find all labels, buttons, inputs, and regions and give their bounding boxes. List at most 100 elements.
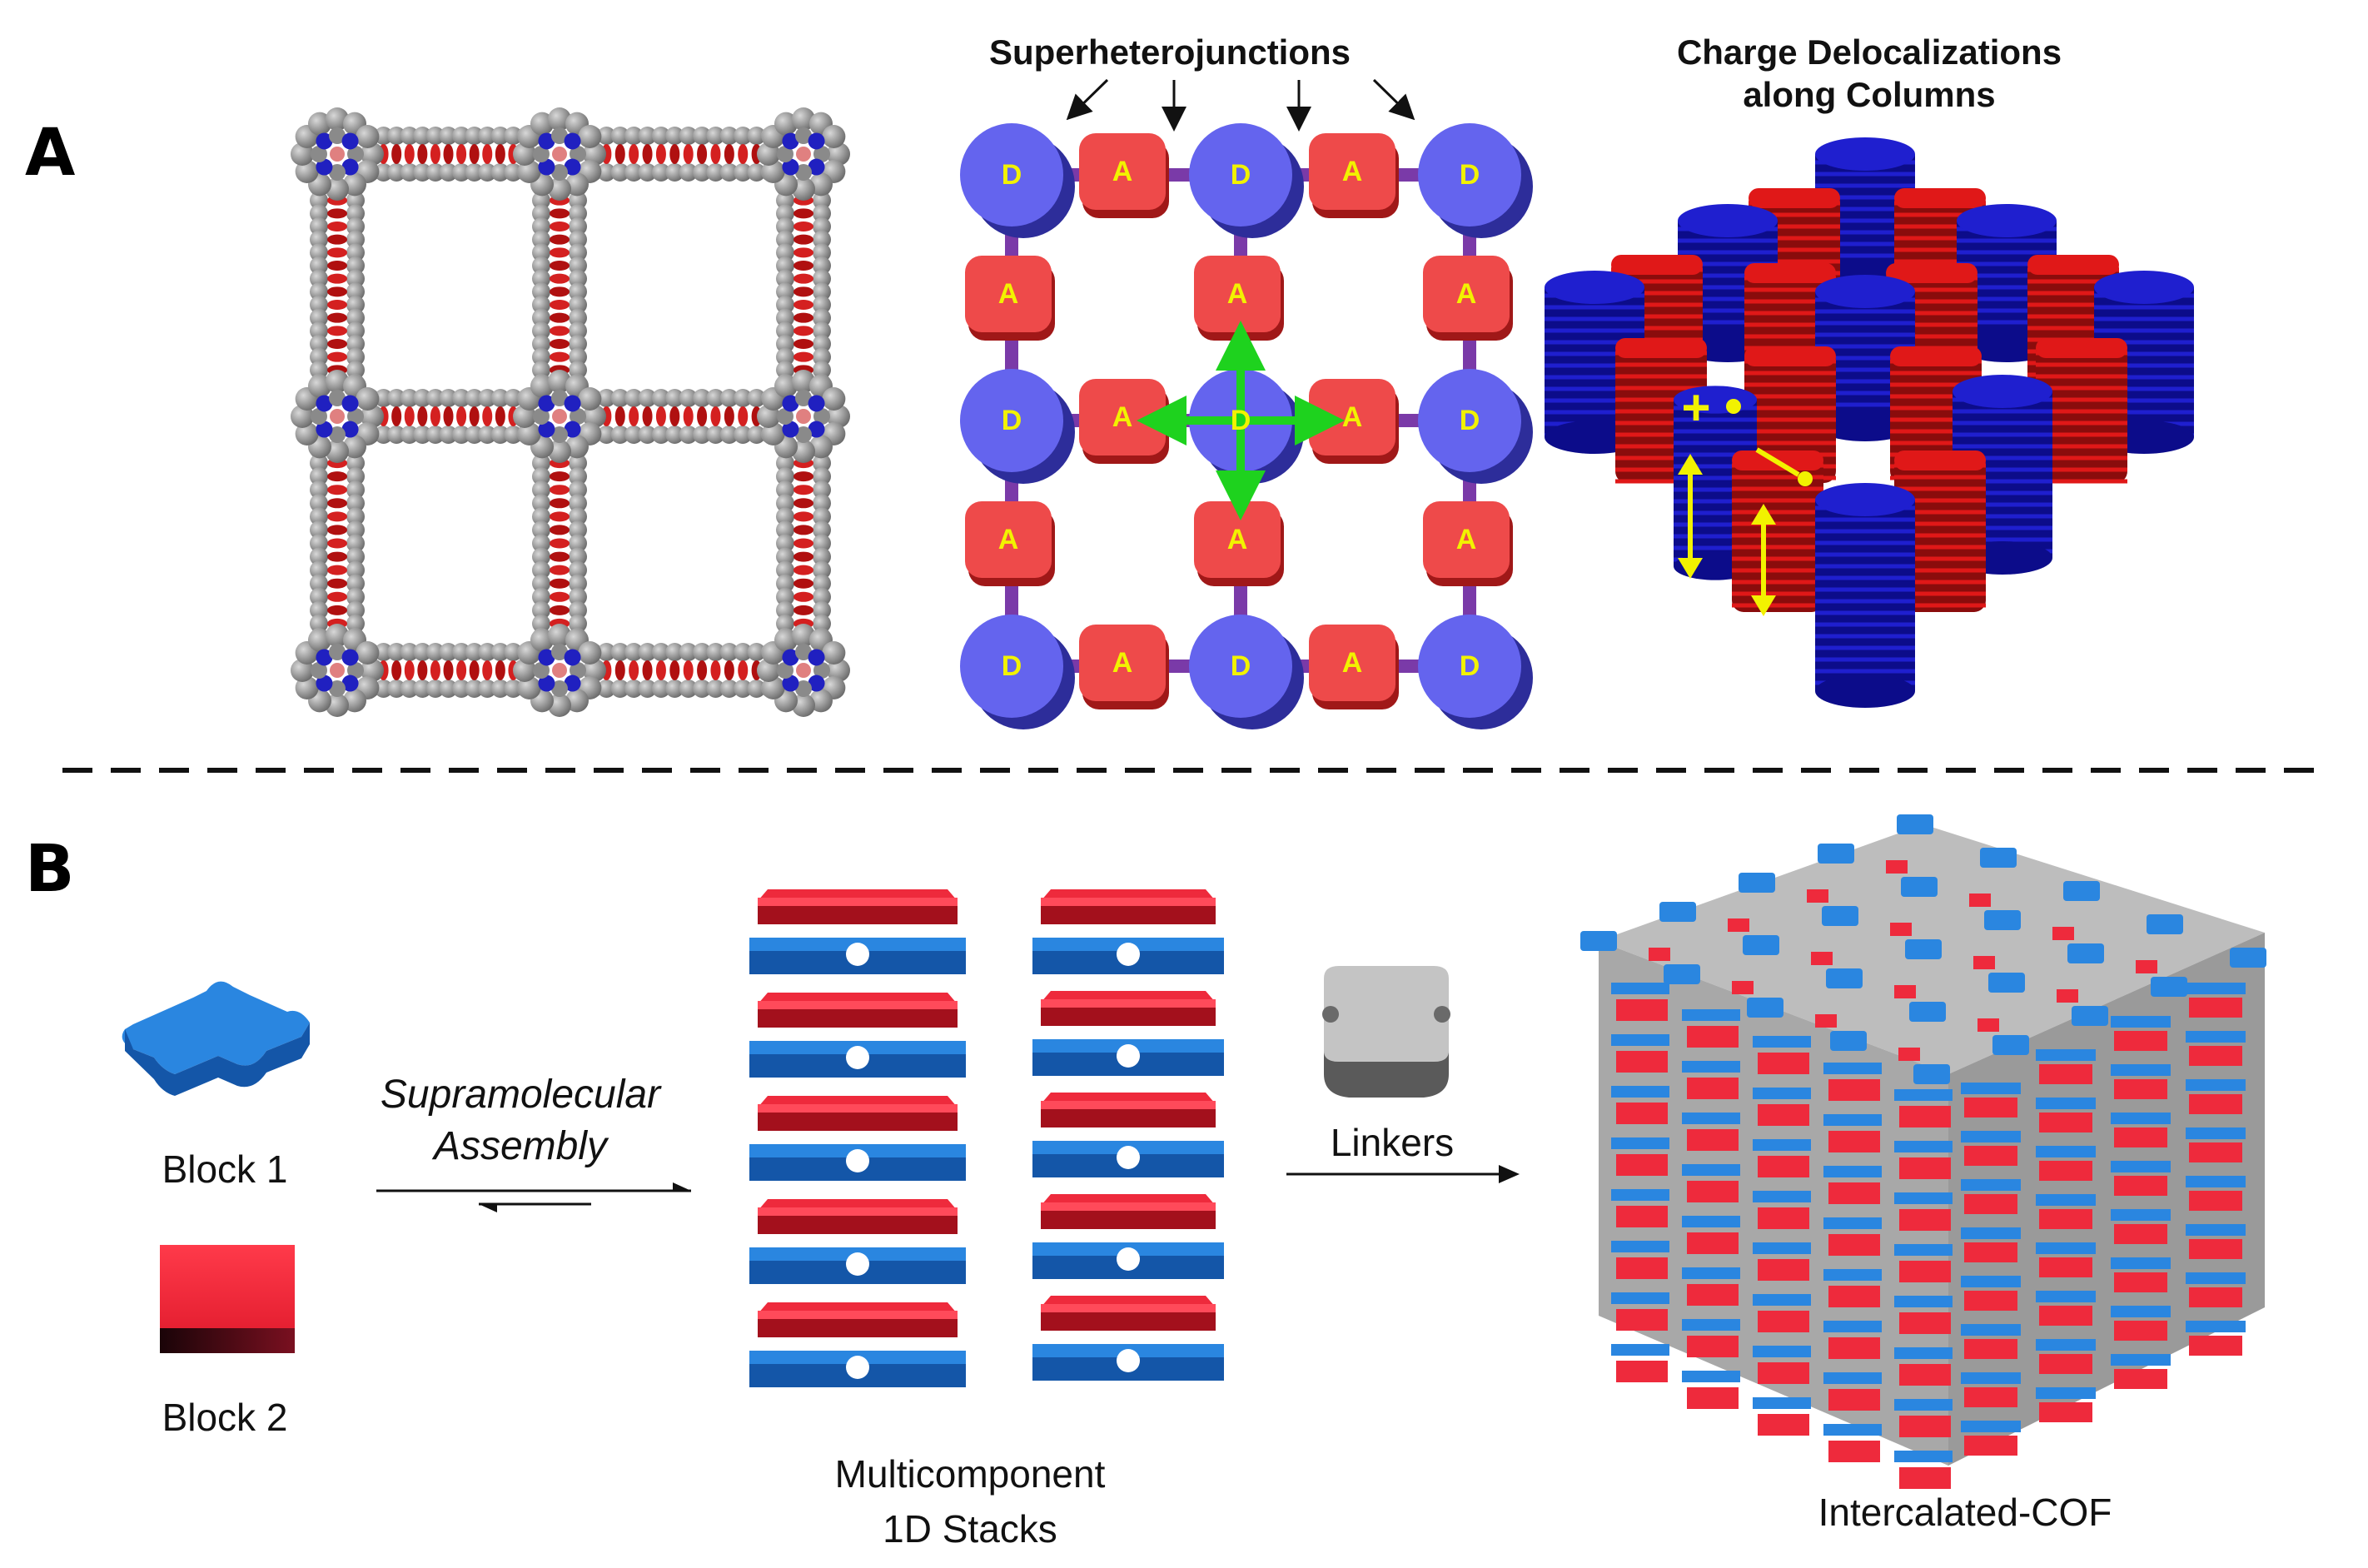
superheterojunctions-label: Superheterojunctions <box>989 32 1351 72</box>
column-stacks <box>1545 137 2194 708</box>
svg-text:A: A <box>1112 156 1133 187</box>
electron-dot-red <box>1798 471 1813 486</box>
block2-cube <box>160 1245 295 1353</box>
equilibrium-arrows <box>376 1182 691 1212</box>
charge-transfer-arrows <box>1137 321 1345 520</box>
stacks-label-line2: 1D Stacks <box>883 1507 1057 1551</box>
cof-top-node <box>1909 1002 1946 1022</box>
donor-node: D <box>1189 123 1304 238</box>
assembly-label-line2: Assembly <box>431 1124 609 1168</box>
cof-blue-layer <box>1823 1063 1882 1074</box>
framework-node <box>291 370 384 463</box>
framework-beam <box>584 127 779 182</box>
block2-label: Block 2 <box>162 1396 288 1439</box>
charge-delocalization-title-line2: along Columns <box>1743 75 1995 114</box>
cof-blue-layer <box>2036 1194 2096 1206</box>
cof-red-layer <box>1758 1311 1809 1332</box>
cof-blue-layer <box>2111 1306 2171 1317</box>
cof-blue-layer <box>2111 1161 2171 1172</box>
svg-text:A: A <box>1342 401 1363 433</box>
stack-red-block <box>1041 991 1216 1026</box>
cof-blue-layer <box>1961 1131 2021 1142</box>
cof-red-layer <box>2114 1224 2167 1244</box>
cof-top-pore-block <box>1728 918 1749 932</box>
cof-blue-layer <box>1961 1372 2021 1384</box>
cof-red-layer <box>2114 1321 2167 1341</box>
cof-blue-layer <box>1682 1267 1740 1279</box>
cof-blue-layer <box>2036 1387 2096 1399</box>
donor-node: D <box>1189 615 1304 729</box>
cof-top-pore-block <box>1898 1048 1920 1061</box>
cof-red-layer <box>2039 1402 2092 1422</box>
cof-red-layer <box>1616 1257 1668 1279</box>
cof-top-pore-block <box>1886 860 1908 874</box>
framework-beam <box>776 178 831 392</box>
acceptor-node: A <box>1194 501 1284 586</box>
stack-blue-block <box>1032 938 1224 974</box>
cof-red-layer <box>1964 1387 2017 1407</box>
cof-red-layer <box>2189 1239 2242 1259</box>
cof-blue-layer <box>1611 1241 1669 1252</box>
cof-top-node <box>1897 814 1933 834</box>
cof-blue-layer <box>1894 1244 1953 1256</box>
cof-red-layer <box>1687 1232 1739 1254</box>
cof-red-layer <box>1899 1416 1951 1437</box>
cof-blue-layer <box>2036 1049 2096 1061</box>
cof-top-node <box>1826 968 1863 988</box>
cof-blue-layer <box>1823 1372 1882 1384</box>
framework-beam <box>584 389 779 444</box>
svg-text:D: D <box>1460 405 1480 436</box>
cof-top-pore-block <box>2052 927 2074 940</box>
panel-b: B Block 1 Block 2 Supramolecular Assembl… <box>25 814 2266 1551</box>
cof-blue-layer <box>1961 1324 2021 1336</box>
stack-blue-block <box>1032 1039 1224 1076</box>
svg-text:D: D <box>1002 650 1022 682</box>
acceptor-node: A <box>1079 625 1169 709</box>
cof-label: Intercalated-COF <box>1818 1491 2112 1534</box>
stack-blue-block <box>749 1041 966 1078</box>
cof-blue-layer <box>1611 1292 1669 1304</box>
cof-blue-layer <box>2036 1291 2096 1302</box>
cof-top-node <box>1913 1064 1950 1084</box>
cof-red-layer <box>1758 1053 1809 1074</box>
cof-blue-layer <box>1753 1191 1811 1202</box>
cof-red-layer <box>1687 1181 1739 1202</box>
acceptor-node: A <box>1309 133 1399 218</box>
svg-text:D: D <box>1002 405 1022 436</box>
panel-b-letter: B <box>25 832 74 907</box>
acceptor-node: A <box>1194 256 1284 341</box>
cof-top-pore-block <box>1649 948 1670 961</box>
svg-text:A: A <box>1112 647 1133 679</box>
cof-red-layer <box>1899 1364 1951 1386</box>
framework-node <box>291 107 384 201</box>
svg-text:A: A <box>1227 524 1248 555</box>
cof-red-layer <box>1899 1261 1951 1282</box>
framework-node <box>757 624 850 717</box>
cof-blue-layer <box>1823 1269 1882 1281</box>
cof-blue-layer <box>1961 1276 2021 1287</box>
cof-blue-layer <box>1682 1319 1740 1331</box>
svg-text:A: A <box>998 278 1019 310</box>
cof-red-layer <box>2039 1257 2092 1277</box>
stack-blue-block <box>749 938 966 974</box>
cof-blue-layer <box>1894 1399 1953 1411</box>
framework-beam <box>361 643 535 698</box>
stack-red-block <box>1041 1093 1216 1127</box>
cof-top-pore-block <box>1811 952 1833 965</box>
cof-blue-layer <box>1753 1397 1811 1409</box>
electron-dot-blue <box>1726 399 1741 414</box>
cof-blue-layer <box>2111 1113 2171 1124</box>
cof-red-layer <box>1964 1146 2017 1166</box>
cof-red-layer <box>2189 998 2242 1018</box>
cof-red-layer <box>1828 1441 1880 1462</box>
cof-blue-layer <box>1611 1086 1669 1098</box>
cof-top-node <box>1901 877 1938 897</box>
cof-blue-layer <box>1611 983 1669 994</box>
cof-top-node <box>2063 881 2100 901</box>
cof-red-layer <box>2189 1287 2242 1307</box>
cof-red-layer <box>1687 1078 1739 1099</box>
cof-top-node <box>2147 914 2183 934</box>
acceptor-node: A <box>1079 133 1169 218</box>
cof-red-layer <box>1687 1026 1739 1048</box>
